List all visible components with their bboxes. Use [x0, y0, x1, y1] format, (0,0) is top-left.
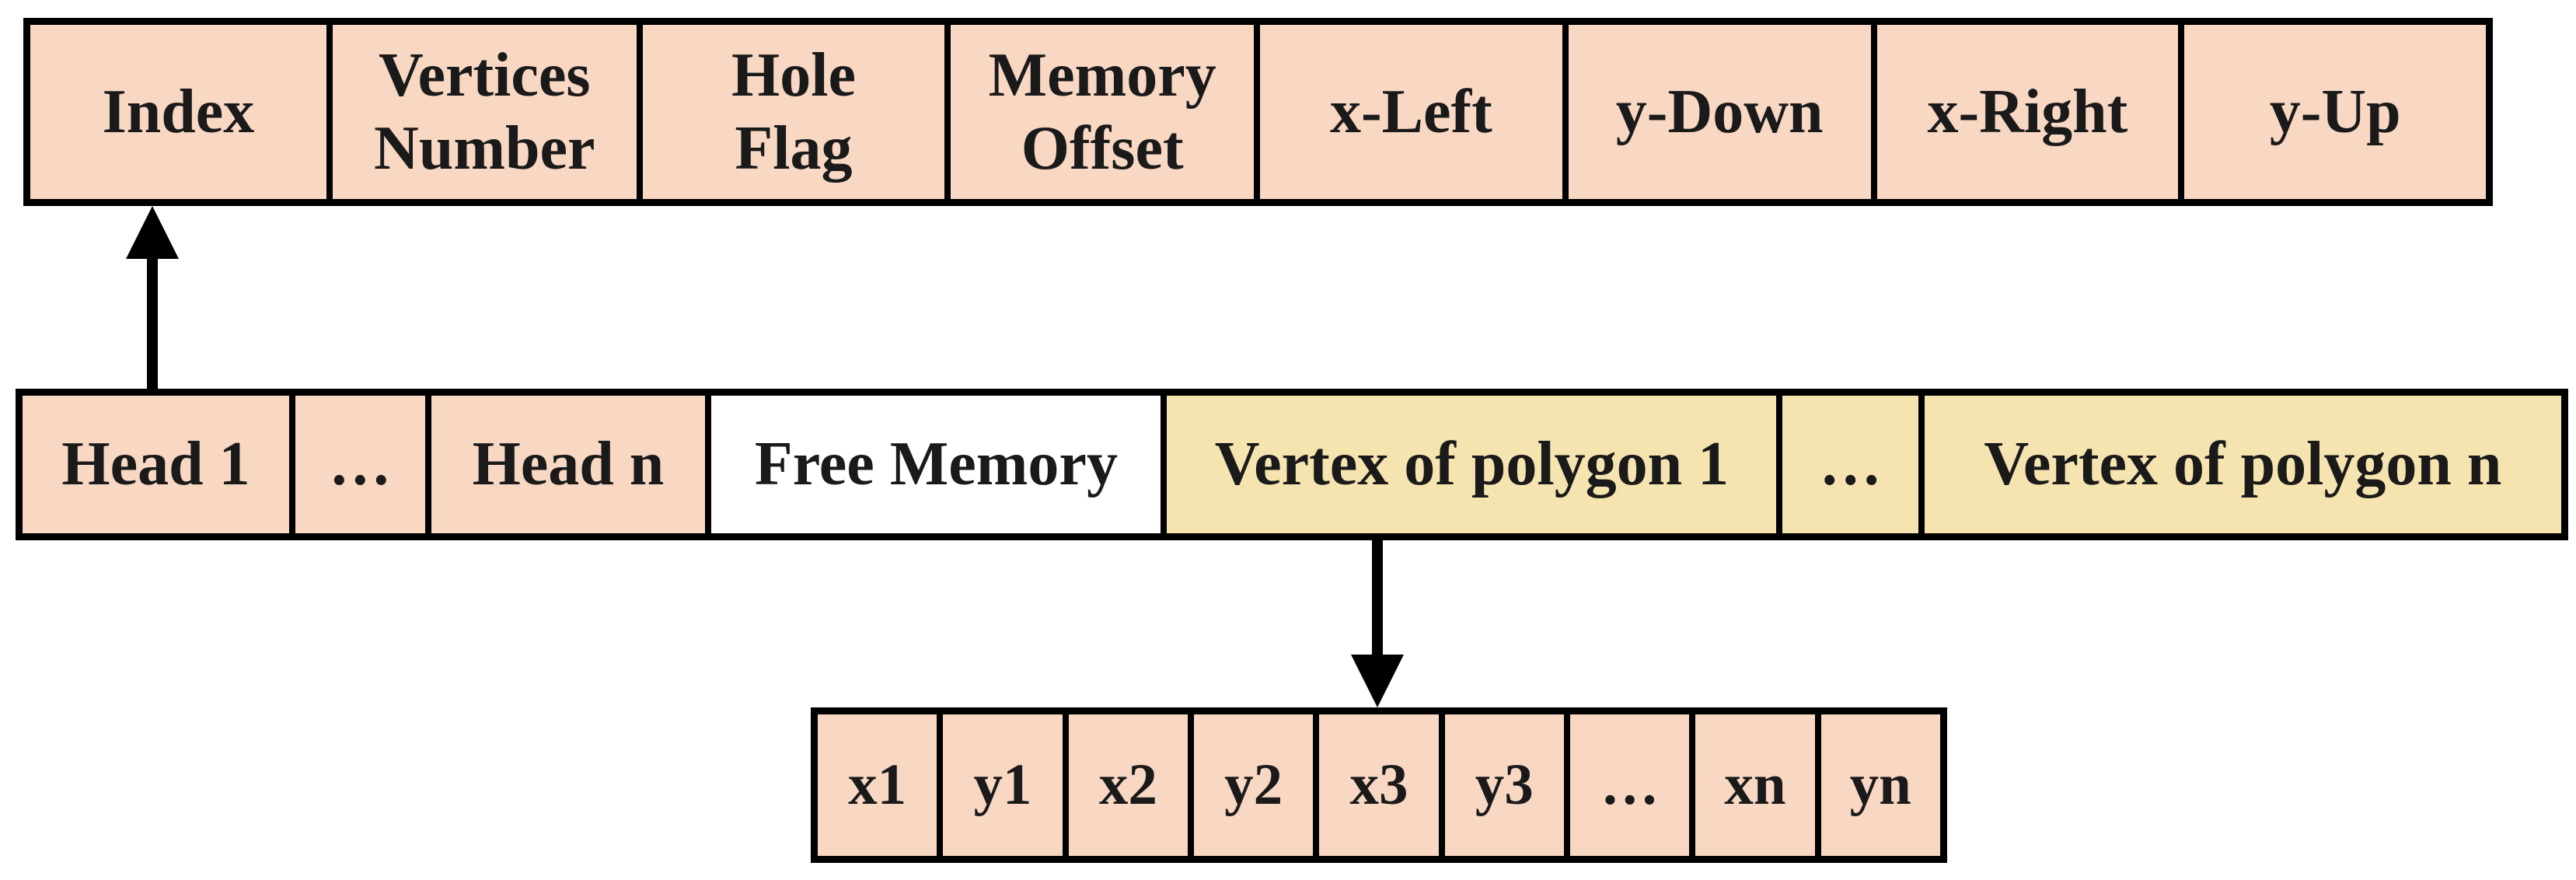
- header-cell-memory-offset: Memory Offset: [944, 25, 1255, 199]
- vertex-cell-y1: y1: [937, 714, 1063, 856]
- memory-cell-vertex-polygon-n: Vertex of polygon n: [1918, 396, 2561, 533]
- vertex-cell-y2: y2: [1187, 714, 1314, 856]
- vertex-cell-x2: x2: [1062, 714, 1188, 856]
- header-cell-vertices-number: Vertices Number: [326, 25, 637, 199]
- arrow-down-head-icon: [1351, 655, 1404, 707]
- arrow-vertex-to-coords: [1351, 540, 1404, 707]
- memory-cell-head-1: Head 1: [23, 396, 289, 533]
- memory-cell-vertex-polygon-1: Vertex of polygon 1: [1161, 396, 1777, 533]
- vertex-cell-x1: x1: [818, 714, 937, 856]
- memory-cell-vertex-ellipsis: …: [1776, 396, 1918, 533]
- memory-cell-heads-ellipsis: …: [288, 396, 425, 533]
- vertex-coordinates-row: x1 y1 x2 y2 x3 y3 … xn yn: [811, 707, 1947, 863]
- vertex-cell-xn: xn: [1689, 714, 1815, 856]
- arrow-head-to-index: [126, 206, 179, 389]
- header-cell-x-right: x-Right: [1870, 25, 2179, 199]
- arrow-down-shaft: [1372, 540, 1383, 655]
- vertex-cell-yn: yn: [1814, 714, 1940, 856]
- arrow-up-shaft: [147, 259, 158, 389]
- header-cell-index: Index: [30, 25, 326, 199]
- memory-cell-head-n: Head n: [424, 396, 706, 533]
- arrow-up-head-icon: [126, 206, 179, 259]
- header-cell-y-up: y-Up: [2178, 25, 2487, 199]
- header-cell-y-down: y-Down: [1562, 25, 1871, 199]
- memory-cell-free-memory: Free Memory: [705, 396, 1161, 533]
- vertex-cell-y3: y3: [1438, 714, 1564, 856]
- header-cell-x-left: x-Left: [1254, 25, 1562, 199]
- header-cell-hole-flag: Hole Flag: [636, 25, 945, 199]
- header-record-row: Index Vertices Number Hole Flag Memory O…: [23, 18, 2493, 206]
- vertex-cell-x3: x3: [1313, 714, 1439, 856]
- memory-strip-row: Head 1 … Head n Free Memory Vertex of po…: [16, 389, 2568, 540]
- vertex-cell-ellipsis: …: [1563, 714, 1690, 856]
